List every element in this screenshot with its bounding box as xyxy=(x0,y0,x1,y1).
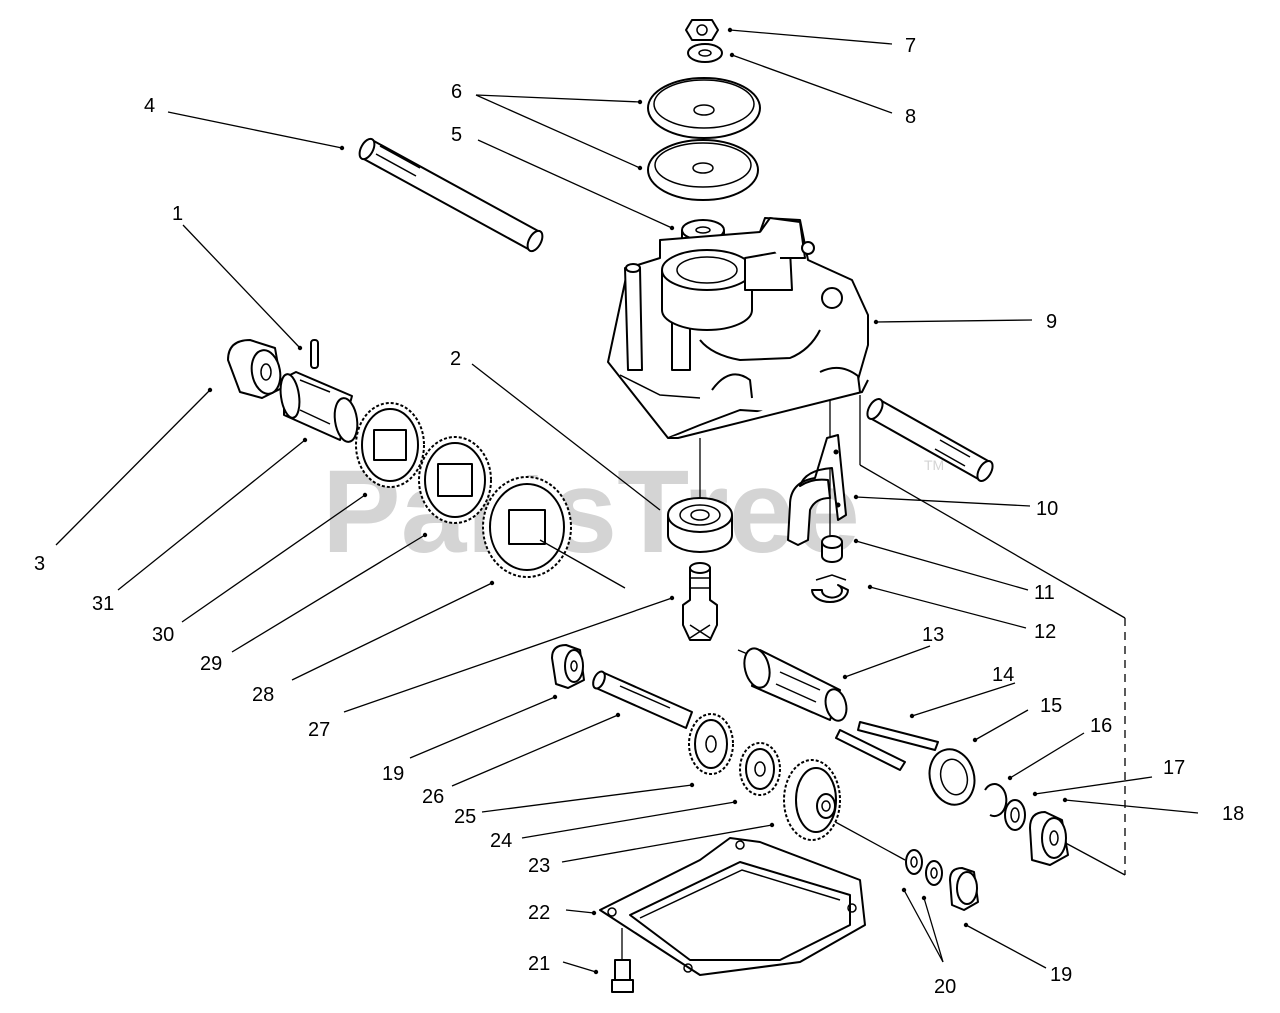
callout-2: 2 xyxy=(450,348,461,370)
part-10-shift-fork xyxy=(787,434,847,546)
callout-4: 4 xyxy=(144,95,155,117)
part-9-housing xyxy=(607,217,869,439)
callout-6: 6 xyxy=(451,81,462,103)
watermark-trademark: TM xyxy=(924,457,944,473)
part-13-sleeve xyxy=(743,647,848,722)
part-21-screw xyxy=(611,928,634,993)
part-19-bushing-upper xyxy=(551,644,585,689)
part-6-disc xyxy=(647,77,761,139)
callout-1: 1 xyxy=(172,203,183,225)
part-15-seal xyxy=(928,748,976,806)
right-axle-shaft xyxy=(866,398,994,482)
part-7-nut xyxy=(685,19,719,41)
callout-5: 5 xyxy=(451,124,462,146)
callout-26: 26 xyxy=(422,786,444,808)
part-2-bearing xyxy=(667,497,733,553)
leader-lines xyxy=(55,29,1199,973)
part-20-washers xyxy=(905,849,943,886)
part-26-shaft xyxy=(592,670,693,729)
callout-labels: 1 2 3 4 5 6 7 8 9 10 11 12 13 14 15 16 1… xyxy=(34,35,1244,998)
part-17-washer xyxy=(1004,799,1026,831)
callout-22: 22 xyxy=(528,902,550,924)
callout-10: 10 xyxy=(1036,498,1058,520)
part-22-cover xyxy=(599,837,866,976)
callout-9: 9 xyxy=(1046,311,1057,333)
part-14-key xyxy=(835,721,939,771)
part-16-snap-ring xyxy=(984,783,1008,818)
part-5-disc xyxy=(647,139,759,201)
part-11-collar xyxy=(821,535,843,563)
part-25-gear xyxy=(688,713,734,775)
leader-dots xyxy=(207,27,1068,975)
callout-20: 20 xyxy=(934,976,956,998)
part-8-washer xyxy=(687,43,723,63)
part-24-gear xyxy=(739,742,781,796)
callout-12: 12 xyxy=(1034,621,1056,643)
callout-8: 8 xyxy=(905,106,916,128)
callout-17: 17 xyxy=(1163,757,1185,779)
callout-19-lower: 19 xyxy=(1050,964,1072,986)
callout-31: 31 xyxy=(92,593,114,615)
part-19-bushing-lower xyxy=(949,867,979,911)
part-23-bevel-gear xyxy=(783,759,841,841)
part-28-gear xyxy=(482,476,572,578)
callout-15: 15 xyxy=(1040,695,1062,717)
callout-14: 14 xyxy=(992,664,1014,686)
callout-13: 13 xyxy=(922,624,944,646)
callout-19-upper: 19 xyxy=(382,763,404,785)
part-30-gear xyxy=(355,402,425,488)
part-4-shaft xyxy=(358,137,544,253)
part-31-coupler xyxy=(279,371,359,443)
callout-11: 11 xyxy=(1034,582,1055,604)
callout-24: 24 xyxy=(490,830,512,852)
callout-21: 21 xyxy=(528,953,550,975)
callout-28: 28 xyxy=(252,684,274,706)
callout-30: 30 xyxy=(152,624,174,646)
part-27-pinion xyxy=(682,562,718,641)
callout-18: 18 xyxy=(1222,803,1244,825)
callout-25: 25 xyxy=(454,806,476,828)
part-29-gear xyxy=(418,436,492,524)
callout-27: 27 xyxy=(308,719,330,741)
part-1-pin xyxy=(310,339,319,369)
part-18-bushing xyxy=(1029,811,1069,866)
callout-16: 16 xyxy=(1090,715,1112,737)
callout-7: 7 xyxy=(905,35,916,57)
callout-23: 23 xyxy=(528,855,550,877)
callout-29: 29 xyxy=(200,653,222,675)
callout-3: 3 xyxy=(34,553,45,575)
part-3-bushing xyxy=(227,339,283,399)
part-12-clip xyxy=(811,574,849,603)
